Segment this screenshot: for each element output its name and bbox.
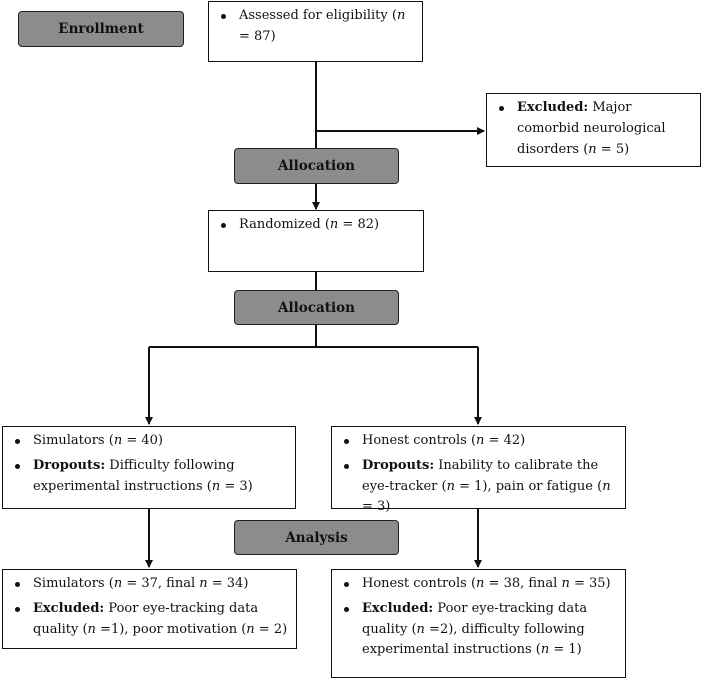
simulators-excluded-item: Excluded: Poor eye-tracking data quality… <box>15 599 288 641</box>
randomized-item: Randomized (n = 82) <box>221 215 415 236</box>
simulators-final-item: Simulators (n = 37, final n = 34) <box>15 574 288 595</box>
enrollment-label: Enrollment <box>18 11 184 47</box>
simulators-dropouts-item: Dropouts: Difficulty following experimen… <box>15 456 287 498</box>
simulators-analysis-box: Simulators (n = 37, final n = 34) Exclud… <box>2 569 297 649</box>
excluded-box: Excluded: Major comorbid neurological di… <box>486 93 701 167</box>
simulators-allocation-box: Simulators (n = 40) Dropouts: Difficulty… <box>2 426 296 509</box>
allocation-label-1: Allocation <box>234 148 399 184</box>
assessed-box: Assessed for eligibility (n = 87) <box>208 1 423 62</box>
honest-controls-final-item: Honest controls (n = 38, final n = 35) <box>344 574 617 595</box>
randomized-box: Randomized (n = 82) <box>208 210 424 272</box>
allocation-label-2: Allocation <box>234 290 399 325</box>
analysis-label: Analysis <box>234 520 399 555</box>
honest-controls-excluded-item: Excluded: Poor eye-tracking data quality… <box>344 599 617 661</box>
honest-controls-count-item: Honest controls (n = 42) <box>344 431 617 452</box>
excluded-item: Excluded: Major comorbid neurological di… <box>499 98 692 160</box>
honest-controls-dropouts-item: Dropouts: Inability to calibrate the eye… <box>344 456 617 518</box>
honest-controls-analysis-box: Honest controls (n = 38, final n = 35) E… <box>331 569 626 678</box>
simulators-count-item: Simulators (n = 40) <box>15 431 287 452</box>
assessed-item: Assessed for eligibility (n = 87) <box>221 6 414 48</box>
honest-controls-allocation-box: Honest controls (n = 42) Dropouts: Inabi… <box>331 426 626 514</box>
